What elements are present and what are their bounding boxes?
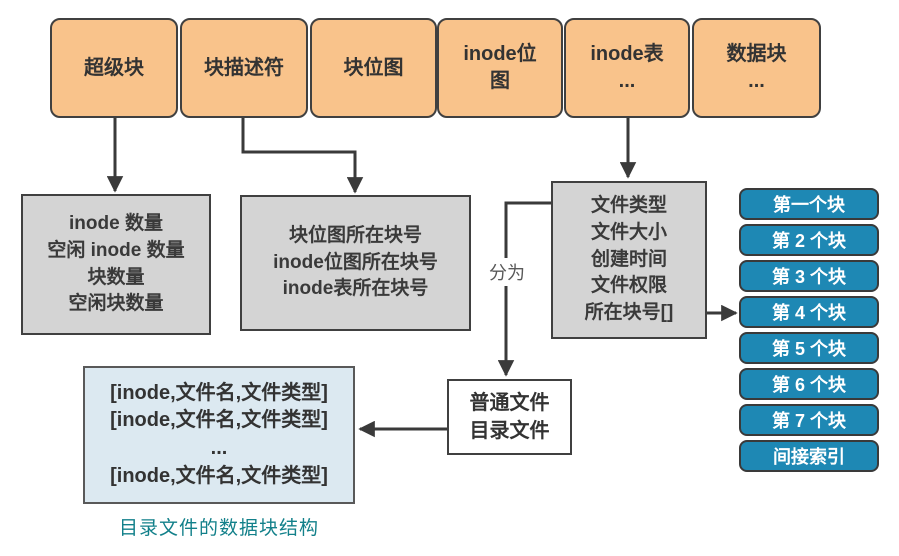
block-item-label: 间接索引: [773, 447, 845, 467]
descriptor-info-box: 块位图所在块号 inode位图所在块号 inode表所在块号: [240, 195, 471, 331]
info-line: inode 数量: [69, 212, 163, 234]
superblock-info-box: inode 数量 空闲 inode 数量 块数量 空闲块数量: [21, 194, 211, 335]
top-block-label: 超级块: [84, 56, 144, 79]
dir-block-caption: 目录文件的数据块结构: [118, 518, 319, 539]
info-line: inode位图所在块号: [273, 251, 438, 273]
block-item-5: 第 5 个块: [739, 332, 879, 364]
info-line: 空闲 inode 数量: [47, 239, 185, 261]
info-line: 文件权限: [590, 275, 667, 297]
file-type-line: 目录文件: [469, 420, 550, 442]
dir-entry-line: [inode,文件名,文件类型]: [110, 464, 328, 487]
top-block-ellipsis: ...: [618, 70, 636, 92]
block-item-indirect-index: 间接索引: [739, 440, 879, 472]
arrow-split-to-filetypes: [497, 201, 551, 377]
info-line: 创建时间: [590, 248, 667, 270]
top-block-label: 块位图: [343, 56, 404, 79]
top-block-label: 数据块: [726, 43, 787, 65]
split-connector-label: 分为: [486, 258, 528, 286]
block-item-label: 第 2 个块: [771, 231, 846, 251]
top-block-data-blocks: 数据块 ...: [692, 18, 821, 118]
top-block-label: inode表: [590, 43, 664, 65]
block-item-label: 第一个块: [773, 195, 845, 215]
file-types-box: 普通文件 目录文件: [447, 379, 572, 455]
top-block-superblock: 超级块: [50, 18, 178, 118]
block-item-label: 第 7 个块: [771, 411, 846, 431]
block-item-label: 第 3 个块: [771, 267, 846, 287]
top-block-label: inode位图: [463, 43, 537, 92]
info-line: inode表所在块号: [282, 278, 429, 300]
inode-info-box: 文件类型 文件大小 创建时间 文件权限 所在块号[]: [551, 181, 707, 339]
block-item-6: 第 6 个块: [739, 368, 879, 400]
dir-block-structure-box: [inode,文件名,文件类型] [inode,文件名,文件类型] ... [i…: [83, 366, 355, 504]
block-item-1: 第一个块: [739, 188, 879, 220]
dir-entry-ellipsis: ...: [210, 437, 228, 459]
block-item-label: 第 5 个块: [771, 339, 846, 359]
file-type-line: 普通文件: [469, 392, 550, 414]
block-item-3: 第 3 个块: [739, 260, 879, 292]
block-item-2: 第 2 个块: [739, 224, 879, 256]
info-line: 块位图所在块号: [288, 224, 422, 246]
block-item-label: 第 6 个块: [771, 375, 846, 395]
info-line: 文件大小: [590, 221, 667, 243]
block-item-label: 第 4 个块: [771, 303, 846, 323]
top-block-label: 块描述符: [204, 56, 284, 79]
dir-entry-line: [inode,文件名,文件类型]: [110, 409, 328, 432]
top-block-descriptor: 块描述符: [180, 18, 308, 118]
info-line: 块数量: [87, 266, 145, 288]
top-block-bitmap: 块位图: [310, 18, 437, 118]
info-line: 空闲块数量: [68, 293, 164, 315]
info-line: 所在块号[]: [584, 302, 674, 324]
info-line: 文件类型: [590, 194, 667, 216]
top-block-inode-bitmap: inode位图: [437, 18, 563, 118]
dir-entry-line: [inode,文件名,文件类型]: [110, 381, 328, 404]
block-item-7: 第 7 个块: [739, 404, 879, 436]
top-block-inode-table: inode表 ...: [564, 18, 690, 118]
top-block-ellipsis: ...: [748, 70, 765, 92]
arrow-descriptor-to-info: [241, 118, 364, 194]
block-item-4: 第 4 个块: [739, 296, 879, 328]
